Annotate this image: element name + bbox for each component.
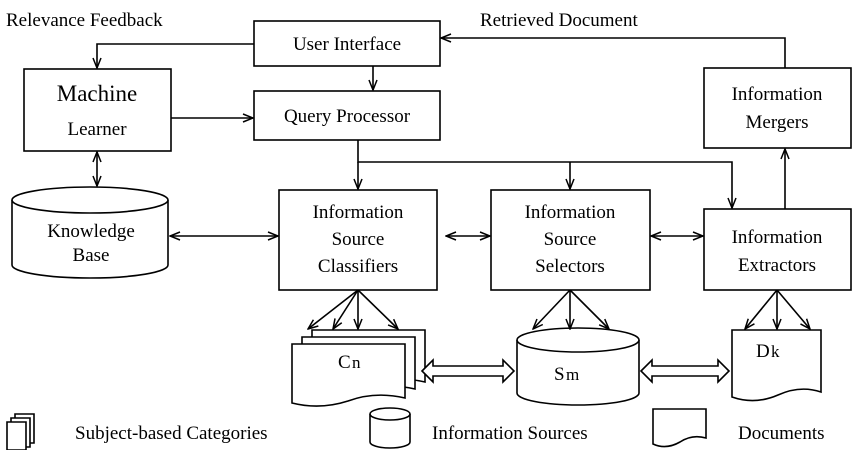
query-processor-label: Query Processor bbox=[284, 106, 411, 127]
knowledge-base-node: Knowledge Base bbox=[11, 186, 169, 279]
extractors-line1: Information bbox=[732, 227, 823, 248]
mergers-line1: Information bbox=[732, 84, 823, 105]
documents-store: D k bbox=[731, 329, 822, 402]
selectors-line3: Selectors bbox=[535, 256, 605, 277]
query-processor-node: Query Processor bbox=[253, 90, 441, 141]
source-classifiers-node: Information Source Classifiers bbox=[278, 189, 438, 291]
selectors-line2: Source bbox=[544, 229, 597, 250]
legend-documents-label: Documents bbox=[738, 423, 825, 444]
relevance-feedback-label: Relevance Feedback bbox=[6, 10, 163, 31]
legend: Subject-based Categories Information Sou… bbox=[6, 407, 825, 450]
categories-store-sub: n bbox=[352, 353, 361, 372]
classifiers-line1: Information bbox=[313, 202, 404, 223]
legend-documents-icon bbox=[652, 408, 707, 448]
user-interface-label: User Interface bbox=[293, 34, 401, 55]
machine-learner-line1: Machine bbox=[57, 81, 137, 106]
classifiers-line3: Classifiers bbox=[318, 256, 398, 277]
user-interface-node: User Interface bbox=[253, 20, 441, 67]
legend-categories-label: Subject-based Categories bbox=[75, 423, 268, 444]
legend-categories-icon bbox=[6, 413, 35, 450]
knowledge-base-line2: Base bbox=[73, 245, 110, 266]
information-mergers-node: Information Mergers bbox=[703, 67, 852, 149]
classifiers-line2: Source bbox=[332, 229, 385, 250]
sources-store: S m bbox=[516, 327, 640, 406]
block-arrows bbox=[420, 358, 731, 384]
source-selectors-node: Information Source Selectors bbox=[490, 189, 651, 291]
sources-store-sub: m bbox=[566, 365, 579, 384]
documents-store-sub: k bbox=[771, 342, 780, 361]
categories-store-letter: C bbox=[338, 352, 351, 373]
machine-learner-node: Machine Learner bbox=[23, 68, 172, 152]
categories-store: C n bbox=[291, 329, 426, 407]
information-extractors-node: Information Extractors bbox=[703, 208, 852, 291]
legend-sources-icon bbox=[369, 407, 411, 449]
connectors bbox=[97, 38, 810, 329]
sources-store-letter: S bbox=[554, 364, 565, 385]
selectors-line1: Information bbox=[525, 202, 616, 223]
machine-learner-line2: Learner bbox=[67, 119, 127, 140]
documents-store-letter: D bbox=[756, 341, 770, 362]
mergers-line2: Mergers bbox=[746, 112, 809, 133]
legend-sources-label: Information Sources bbox=[432, 423, 588, 444]
knowledge-base-line1: Knowledge bbox=[47, 221, 135, 242]
extractors-line2: Extractors bbox=[738, 255, 816, 276]
retrieved-document-label: Retrieved Document bbox=[480, 10, 638, 31]
